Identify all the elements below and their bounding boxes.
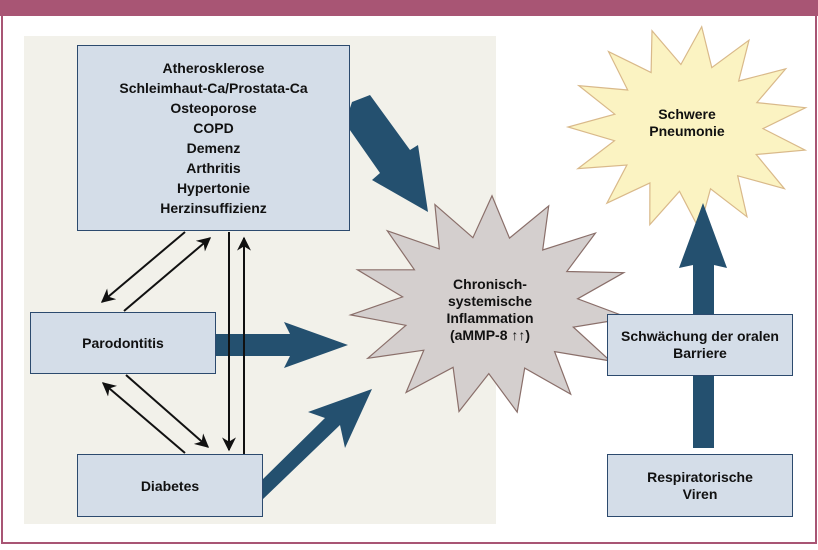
disease-item: Herzinsuffizienz (160, 200, 267, 216)
inflammation-line: Chronisch- (453, 276, 527, 292)
arrow-diabetes-to-parodontitis (101, 382, 186, 454)
arrow-parodontitis-to-inflammation (216, 322, 348, 368)
barrier-box: Schwächung der oralen Barriere (607, 314, 793, 376)
inflammation-line: systemische (447, 293, 533, 309)
inflammation-line: Inflammation (446, 310, 534, 326)
disease-item: Osteoporose (170, 100, 257, 116)
pneumonia-line: Schwere (658, 106, 716, 122)
arrow-viruses-to-barrier (693, 374, 714, 448)
pneumonia-label: Schwere Pneumonie (627, 106, 747, 140)
disease-item: COPD (193, 120, 234, 136)
disease-item: Demenz (186, 140, 241, 156)
arrow-diseases-to-inflammation (345, 95, 428, 212)
disease-item: Atherosklerose (162, 60, 265, 76)
arrow-diabetes-to-inflammation (262, 389, 372, 500)
pneumonia-line: Pneumonie (649, 123, 725, 139)
viruses-line: Respiratorische (647, 468, 753, 485)
barrier-line: Schwächung der oralen (621, 328, 779, 344)
barrier-line: Barriere (673, 345, 727, 361)
diabetes-box: Diabetes (77, 454, 263, 517)
pneumonia-burst-shape (565, 25, 808, 232)
inflammation-label: Chronisch- systemische Inflammation (aMM… (410, 276, 570, 344)
viruses-box: Respiratorische Viren (607, 454, 793, 517)
disease-item: Hypertonie (176, 180, 251, 196)
diabetes-label: Diabetes (140, 477, 200, 494)
inflammation-line: (aMMP-8 ↑↑) (449, 327, 531, 343)
header-bar (0, 0, 818, 16)
arrow-barrier-to-pneumonia (679, 203, 727, 315)
parodontitis-label: Parodontitis (82, 335, 164, 351)
diseases-box: Atherosklerose Schleimhaut-Ca/Prostata-C… (77, 45, 350, 231)
arrow-parodontitis-to-diseases (123, 237, 212, 312)
arrow-diseases-to-parodontitis (100, 231, 186, 303)
disease-item: Schleimhaut-Ca/Prostata-Ca (119, 80, 308, 96)
parodontitis-box: Parodontitis (30, 312, 216, 374)
disease-item: Arthritis (186, 160, 241, 176)
inflammation-burst-shape (348, 194, 632, 414)
arrow-parodontitis-to-diabetes (125, 374, 210, 448)
viruses-line: Viren (682, 485, 718, 502)
